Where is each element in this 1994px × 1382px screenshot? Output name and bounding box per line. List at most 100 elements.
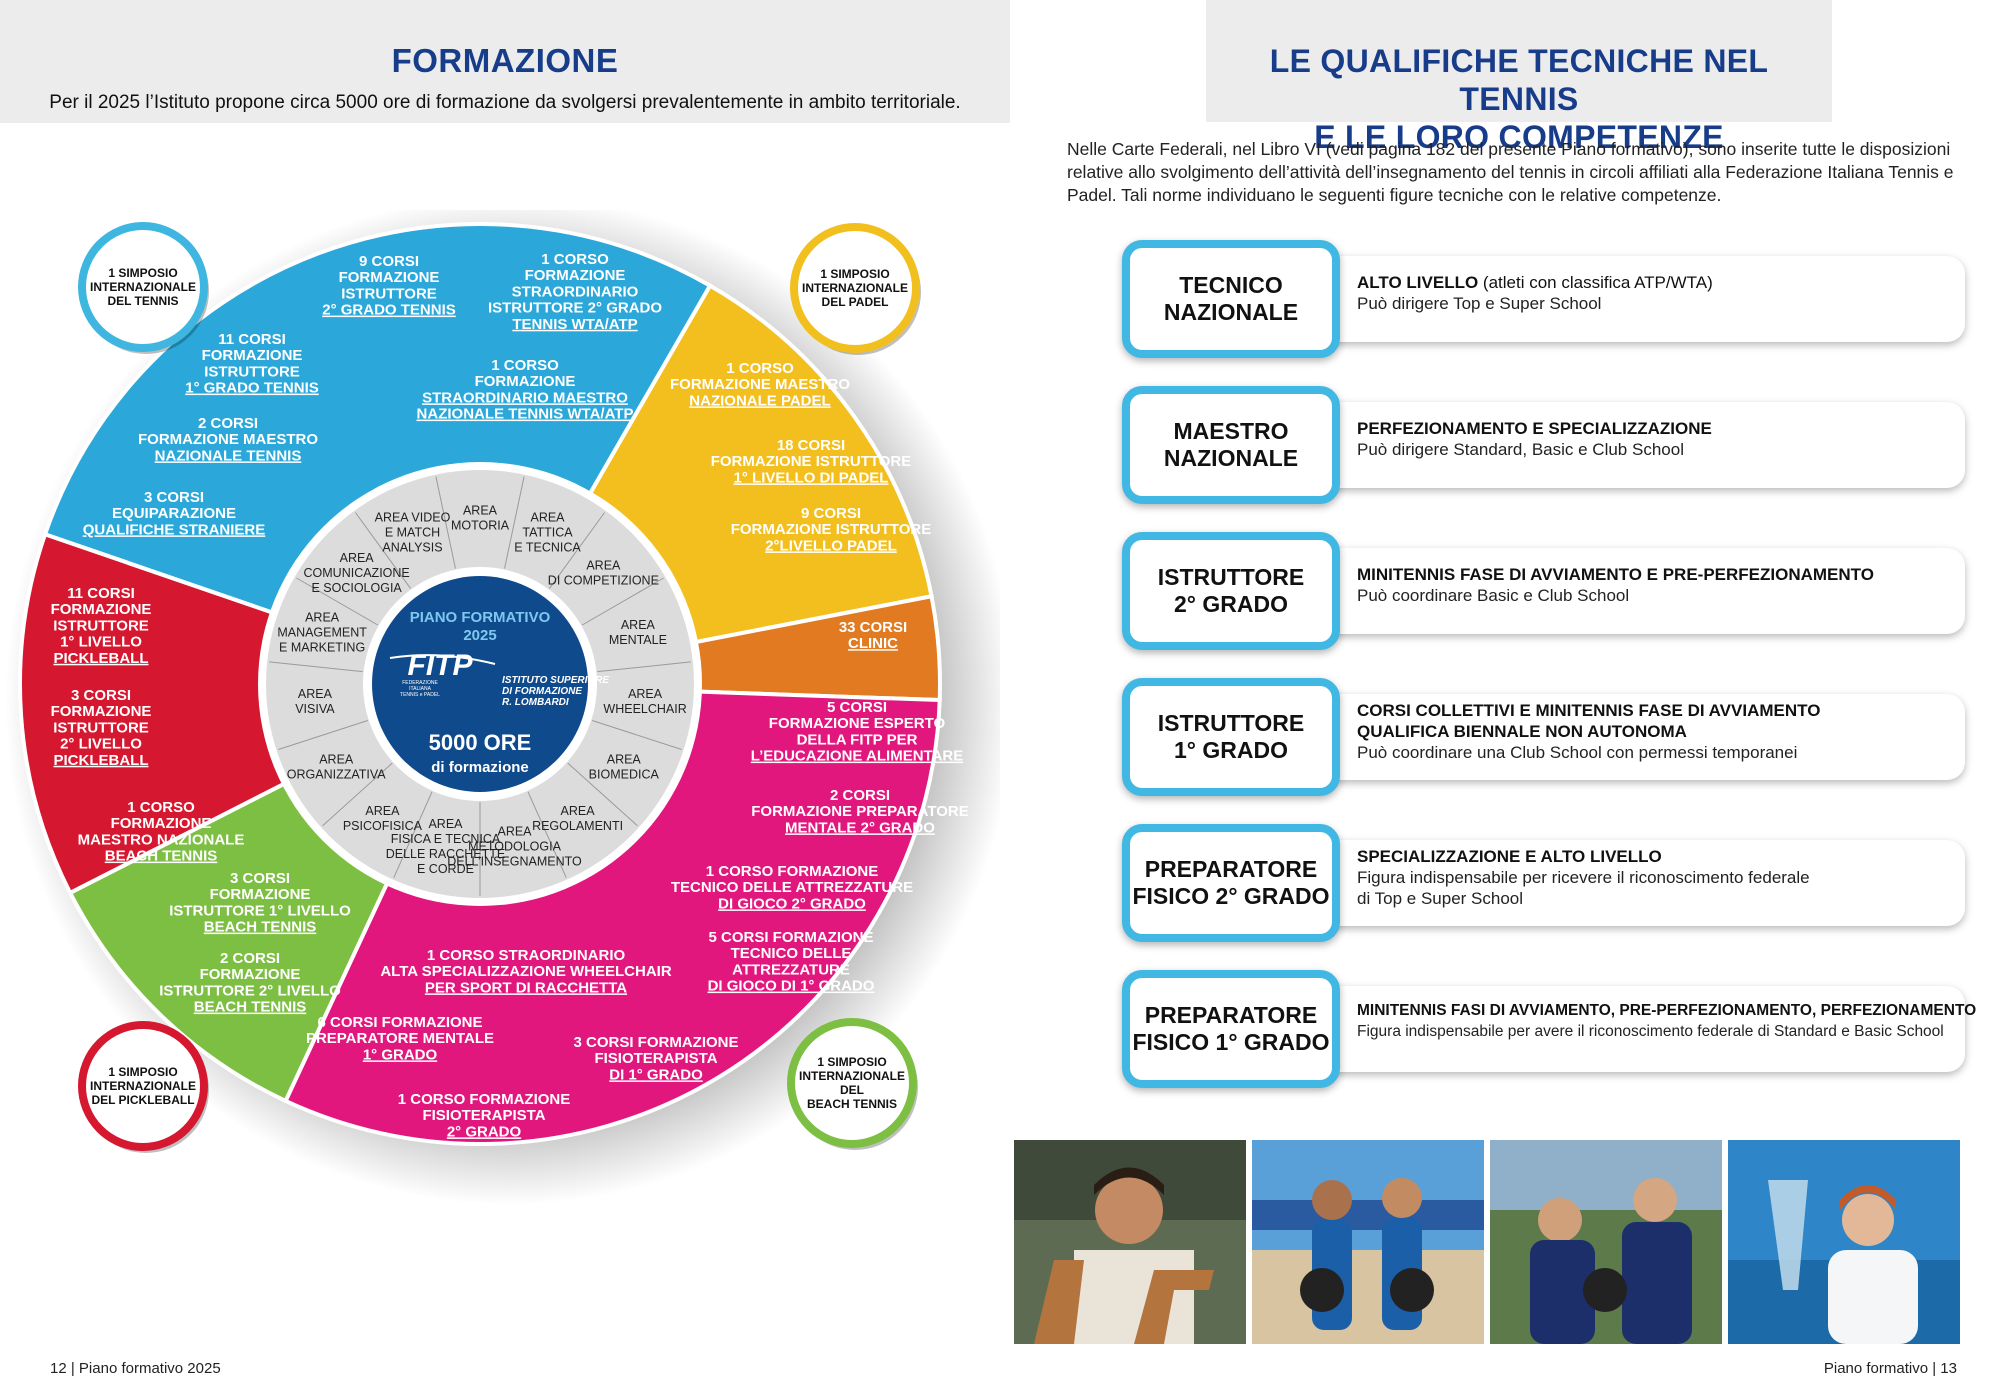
symposium-label: DEL TENNIS <box>107 294 178 308</box>
qualification-title-line-2: 1° GRADO <box>1174 737 1288 763</box>
fitp-swoosh-icon <box>389 654 496 665</box>
green-course-label: FORMAZIONE <box>210 886 311 903</box>
area-divider <box>548 512 606 589</box>
magenta-course-label: FISIOTERAPISTA <box>422 1107 545 1124</box>
area-divider <box>504 476 525 569</box>
photo-beach-tennis-players <box>1252 1140 1484 1344</box>
green-course-label: 1 CORSO <box>127 799 195 816</box>
red-course-label: FORMAZIONE <box>51 601 152 618</box>
fitp-small-1: FEDERAZIONE <box>402 680 438 686</box>
blue-course-label: 3 CORSI <box>144 489 204 506</box>
magenta-course-label: DI GIOCO 2° GRADO <box>718 895 866 912</box>
fitp-logo: FITP <box>408 649 474 682</box>
green-course-label: 2 CORSI <box>220 950 280 967</box>
center-disc <box>372 576 588 792</box>
qualification-card <box>1307 840 1965 926</box>
blue-course-label: FORMAZIONE <box>525 267 626 284</box>
area-label: ORGANIZZATIVA <box>287 768 387 782</box>
qualification-card <box>1307 986 1965 1072</box>
magenta-course-label: 1 CORSO FORMAZIONE <box>706 863 879 880</box>
red-course-label: PICKLEBALL <box>54 752 149 769</box>
area-label: VISIVA <box>295 702 335 716</box>
area-label: AREA <box>305 611 340 625</box>
area-divider <box>278 719 368 750</box>
center-hours: 5000 ORE <box>429 730 532 755</box>
right-title-line-1: LE QUALIFICHE TECNICHE NEL TENNIS <box>1269 43 1769 117</box>
symposium-label: 1 SIMPOSIO <box>817 1055 886 1069</box>
magenta-course-label: DI GIOCO DI 1° GRADO <box>708 978 875 995</box>
area-label: AREA <box>530 510 565 524</box>
institute-line-2: DI FORMAZIONE <box>502 686 582 697</box>
qualification-title-line-2: 2° GRADO <box>1174 591 1288 617</box>
green-course-label: ISTRUTTORE 2° LIVELLO <box>159 982 341 999</box>
qualification-heading-2: QUALIFICA BIENNALE NON AUTONOMA <box>1357 722 1687 741</box>
area-label: DELLE RACCHETTE <box>386 847 505 861</box>
red-course-label: FORMAZIONE <box>51 703 152 720</box>
left-header-band <box>0 0 1010 123</box>
left-page-title: FORMAZIONE <box>391 42 619 79</box>
blue-course-label: FORMAZIONE <box>339 269 440 286</box>
symposium-label: 1 SIMPOSIO <box>108 1065 177 1079</box>
qualification-row: TECNICO NAZIONALE ALTO LIVELLO (atleti c… <box>1122 240 1972 358</box>
area-divider <box>296 577 379 626</box>
area-label: AREA <box>628 687 663 701</box>
red-course-label: ISTRUTTORE <box>53 617 149 634</box>
yellow-course-label: 9 CORSI <box>801 505 861 522</box>
area-label: PSICOFISICA <box>343 819 423 833</box>
qualification-description: Può coordinare una Club School con perme… <box>1357 743 1798 762</box>
institute-line-3: R. LOMBARDI <box>502 697 569 708</box>
qualification-row: ISTRUTTORE 1° GRADO CORSI COLLETTIVI E M… <box>1122 678 1972 796</box>
area-divider <box>435 476 456 569</box>
area-label: AREA <box>319 753 354 767</box>
qualification-heading-text: SPECIALIZZAZIONE E ALTO LIVELLO <box>1357 847 1662 866</box>
green-course-label: BEACH TENNIS <box>105 848 218 865</box>
yellow-course-label: 1° LIVELLO DI PADEL <box>734 469 889 486</box>
magenta-course-label: PER SPORT DI RACCHETTA <box>425 979 627 996</box>
qualification-row: ISTRUTTORE 2° GRADO MINITENNIS FASE DI A… <box>1122 532 1972 650</box>
magenta-course-label: MENTALE 2° GRADO <box>785 819 935 836</box>
qualification-title-line-2: NAZIONALE <box>1163 299 1299 325</box>
magenta-course-label: FISIOTERAPISTA <box>594 1050 717 1067</box>
intro-paragraph: Nelle Carte Federali, nel Libro VI (vedi… <box>1067 139 1954 205</box>
blue-course-label: ISTRUTTORE <box>341 285 437 302</box>
qualification-row: PREPARATORE FISICO 1° GRADO MINITENNIS F… <box>1122 970 1976 1088</box>
training-plan-wheel: PIANO FORMATIVO 2025 FITP FEDERAZIONE IT… <box>5 210 1000 1205</box>
area-label: COMUNICAZIONE <box>304 566 410 580</box>
magenta-course-label: DI 1° GRADO <box>609 1066 703 1083</box>
area-divider <box>393 791 433 878</box>
symposium-label: BEACH TENNIS <box>807 1097 897 1111</box>
symposium-circle <box>787 1018 917 1148</box>
area-label: AREA <box>561 804 596 818</box>
area-label: AREA <box>586 558 621 572</box>
area-label: TATTICA <box>522 525 573 539</box>
qualification-card <box>1307 256 1965 342</box>
blue-course-label: 2 CORSI <box>198 415 258 432</box>
symposium-circle <box>790 223 920 353</box>
blue-course-label: ISTRUTTORE 2° GRADO <box>488 300 662 317</box>
red-course-label: 11 CORSI <box>67 585 135 602</box>
area-label: AREA <box>298 687 333 701</box>
center-hours-sub: di formazione <box>431 759 529 776</box>
qualification-title-line-2: FISICO 2° GRADO <box>1132 883 1330 909</box>
green-course-label: 3 CORSI <box>230 870 290 887</box>
area-label: E SOCIOLOGIA <box>311 581 402 595</box>
area-label: WHEELCHAIR <box>603 702 686 716</box>
area-label: AREA <box>428 817 463 831</box>
qualification-description-2: di Top e Super School <box>1357 889 1524 908</box>
green-course-label: FORMAZIONE <box>111 815 212 832</box>
left-page-footer: 12 | Piano formativo 2025 <box>50 1360 221 1377</box>
blue-course-label: FORMAZIONE <box>202 347 303 364</box>
qualification-title-line-2: NAZIONALE <box>1163 445 1299 471</box>
qualification-title-box: ISTRUTTORE 2° GRADO <box>1122 532 1340 650</box>
symposium-circle <box>78 1021 208 1151</box>
area-divider <box>597 661 691 673</box>
qualification-title-box: ISTRUTTORE 1° GRADO <box>1122 678 1340 796</box>
green-course-label: FORMAZIONE <box>200 966 301 983</box>
magenta-course-label: 2° GRADO <box>447 1123 522 1140</box>
area-label: AREA <box>340 551 375 565</box>
area-label: AREA <box>607 753 642 767</box>
area-label: ANALYSIS <box>382 540 442 554</box>
qualification-row: MAESTRO NAZIONALE PERFEZIONAMENTO E SPEC… <box>1122 386 1972 504</box>
magenta-course-label: FORMAZIONE PREPARATORE <box>751 803 969 820</box>
